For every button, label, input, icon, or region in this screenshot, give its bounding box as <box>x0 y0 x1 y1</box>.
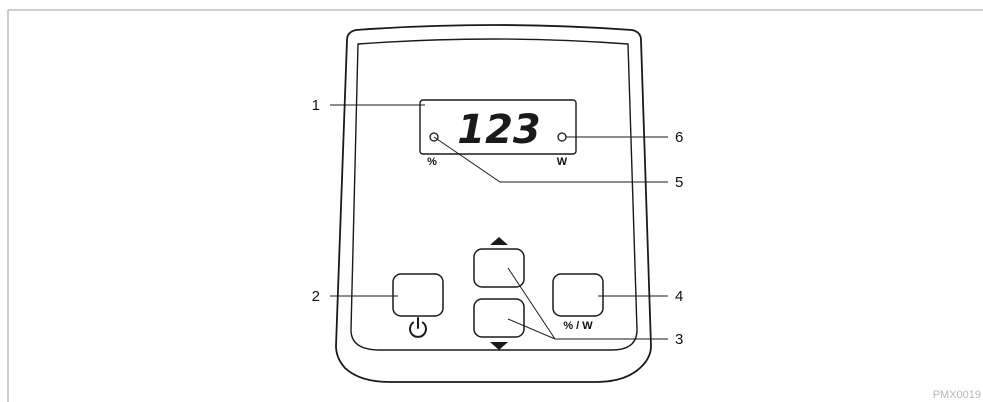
power-button-key[interactable] <box>392 273 444 317</box>
mode-button-label: % / W <box>563 320 593 332</box>
mode-button[interactable] <box>552 273 604 317</box>
display-reading: 123 <box>457 107 541 153</box>
up-button[interactable] <box>473 248 525 288</box>
device-outer-outline <box>335 24 652 383</box>
watt-unit-label: W <box>557 156 568 168</box>
figure-code: PMX0019 <box>933 389 981 401</box>
display-window <box>419 99 577 155</box>
watt-indicator-led <box>557 132 567 142</box>
callout-6: 6 <box>675 129 683 146</box>
arrow-up-icon <box>490 237 508 245</box>
arrow-down-icon <box>490 342 508 350</box>
callout-4: 4 <box>675 288 683 305</box>
percent-unit-label: % <box>427 156 437 168</box>
callout-5: 5 <box>675 174 683 191</box>
callout-leaders <box>330 104 668 340</box>
device-inner-outline <box>350 38 638 351</box>
callout-2: 2 <box>312 288 320 305</box>
callout-3: 3 <box>675 331 683 348</box>
callout-1: 1 <box>312 97 320 114</box>
power-button[interactable] <box>392 273 444 317</box>
power-icon <box>409 317 427 338</box>
down-button[interactable] <box>473 298 525 338</box>
